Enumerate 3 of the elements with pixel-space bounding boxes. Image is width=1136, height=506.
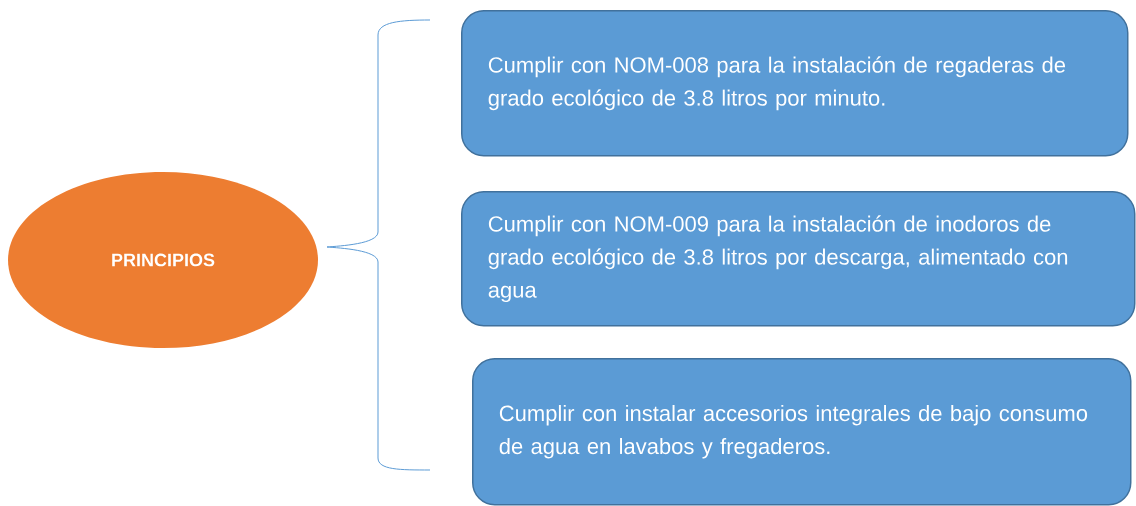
text-box: Cumplir con instalar accesorios integrales de bajo consumo de agua en lavabos y fregaderos.: [472, 358, 1132, 506]
text-box: Cumplir con NOM-008 para la instalación de regaderas de grado ecológico de 3.8 litros por minuto.: [461, 10, 1129, 157]
text-box: Cumplir con NOM-009 para la instalación de inodoros de grado ecológico de 3.8 litros por descarga, alimentado con agua: [461, 191, 1136, 327]
